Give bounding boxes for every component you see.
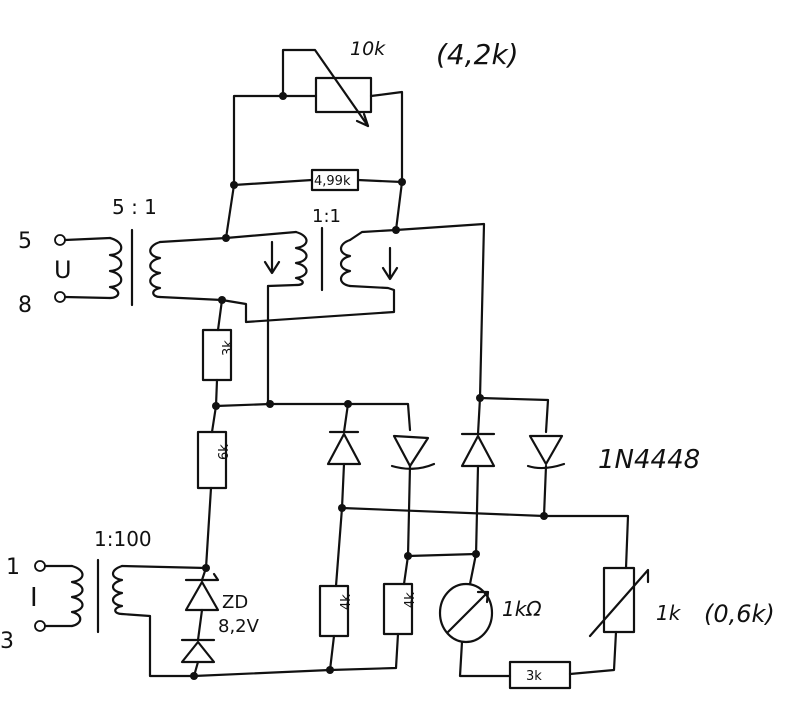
arrow-down-right <box>381 246 399 281</box>
wire-bottom-ground <box>192 668 332 678</box>
meter-gauge <box>438 582 494 644</box>
resistor-4k-a <box>318 584 350 638</box>
label-voltage-u: U <box>54 256 72 284</box>
label-r-3k-upper: 3k <box>221 340 236 356</box>
wire-u-secondary <box>158 236 228 302</box>
terminal-3[interactable] <box>34 620 46 632</box>
terminal-8[interactable] <box>54 291 66 303</box>
resistor-4k-b <box>382 582 414 636</box>
ntc-slash <box>588 568 650 638</box>
label-terminal-5: 5 <box>18 229 32 254</box>
coil-i-secondary <box>111 564 124 616</box>
label-pot-setting: (4,2k) <box>436 38 519 71</box>
wire-d2-d3 <box>406 552 478 558</box>
terminal-5[interactable] <box>54 234 66 246</box>
wire-4k-a-bottom <box>328 634 336 672</box>
wire-mid-bus <box>214 402 412 432</box>
label-zener-name: ZD <box>222 592 248 613</box>
arrow-down-left <box>263 240 281 275</box>
node-bus-right <box>540 512 548 520</box>
diode-d1 <box>326 402 362 510</box>
coil-u-secondary <box>149 240 162 299</box>
wire-i-secondary <box>120 564 208 678</box>
label-r-4k-b: 4k <box>403 592 418 608</box>
label-diode-type: 1N4448 <box>598 445 700 475</box>
wire-pot-bus <box>232 90 404 187</box>
trim-potentiometer <box>281 48 373 128</box>
wire-right-bus <box>394 180 486 400</box>
label-current-i: I <box>30 583 38 613</box>
node-fb-right <box>392 226 400 234</box>
node-d3-top <box>476 394 484 402</box>
label-pot-value: 10k <box>350 38 386 60</box>
label-r-4k-a: 4k <box>339 594 354 610</box>
wire-6k-zd <box>204 486 213 570</box>
label-zener-voltage: 8,2V <box>218 616 260 637</box>
wire-i-primary <box>43 564 74 628</box>
wire-meter-top <box>468 552 478 586</box>
wire-diode-bus <box>340 506 630 570</box>
label-terminal-1: 1 <box>6 555 20 580</box>
label-r-3k-bottom: 3k <box>526 669 542 684</box>
wire-meter-bottom <box>458 640 512 678</box>
label-r-parallel: 4,99k <box>314 174 351 189</box>
wire-4k-a-top <box>334 506 344 588</box>
transformer-1-1 <box>220 226 399 324</box>
wire-4k99 <box>232 178 404 187</box>
wire-4k-b-bottom <box>328 632 400 672</box>
diode-d4 <box>478 396 566 518</box>
wire-4k-b-top <box>402 554 410 586</box>
label-r-6k: 6k <box>217 444 232 460</box>
label-meter-value: 1kΩ <box>502 597 542 621</box>
label-ratio-fb: 1:1 <box>312 206 341 227</box>
zener-diode <box>184 566 220 642</box>
label-terminal-8: 8 <box>18 293 32 318</box>
diode-d3 <box>460 396 496 558</box>
label-ntc-setting: (0,6k) <box>704 600 775 628</box>
series-diode <box>180 638 216 678</box>
wire-left-vertical <box>224 183 236 240</box>
coil-u-primary <box>108 236 123 300</box>
label-ratio-i: 1:100 <box>94 527 152 551</box>
resistor-ntc <box>602 566 636 634</box>
node-mid-a <box>266 400 274 408</box>
wire-3k-bottom-right <box>568 630 618 676</box>
label-ratio-u: 5 : 1 <box>112 195 157 219</box>
wire-3k-top <box>216 298 224 332</box>
node-ground <box>190 672 198 680</box>
coil-i-primary <box>70 564 84 628</box>
label-ntc-value: 1k <box>656 601 682 625</box>
label-terminal-3: 3 <box>0 629 14 654</box>
diode-d2 <box>390 434 436 558</box>
terminal-1[interactable] <box>34 560 46 572</box>
wire-u-primary <box>63 236 112 300</box>
node-pot-left <box>279 92 287 100</box>
meter-needle <box>446 590 490 634</box>
